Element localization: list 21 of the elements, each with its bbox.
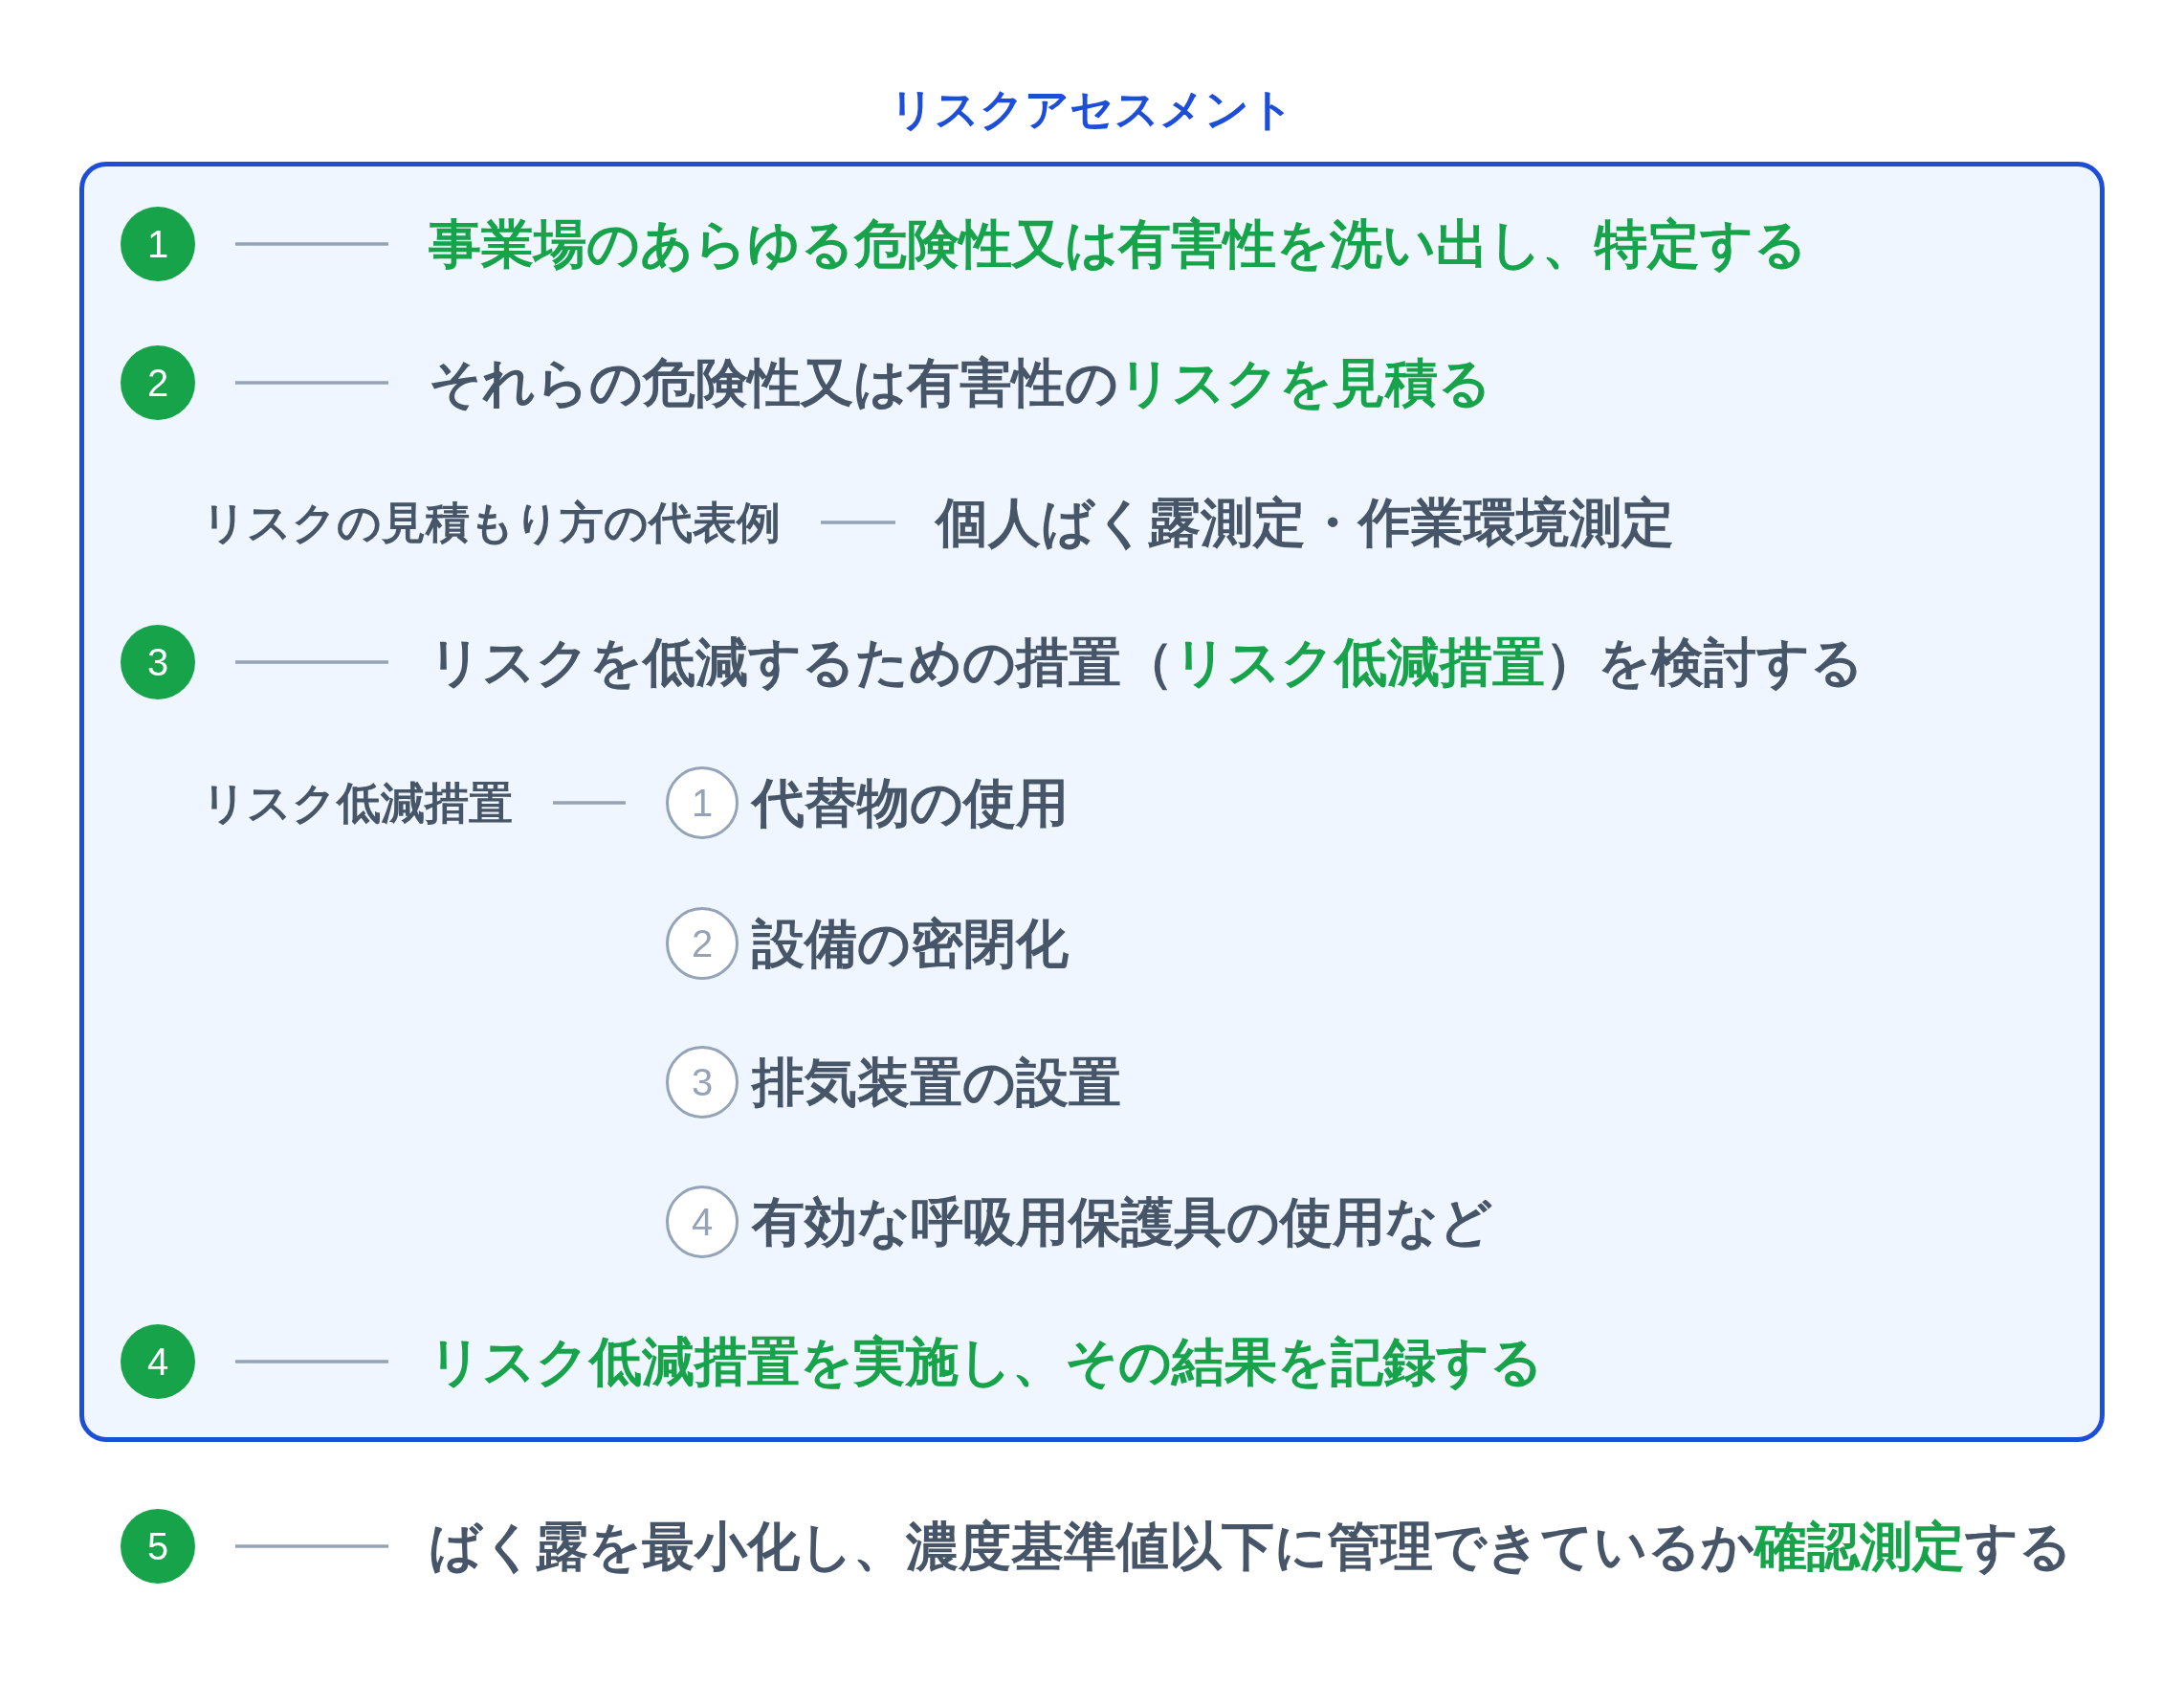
step-text: それらの危険性又は有害性のリスクを見積る [429,351,1491,414]
connector-line [235,1360,388,1363]
sub-heading-label: リスク低減措置 [202,776,513,830]
connector-line [235,1544,388,1548]
step-text: リスクを低減するための措置（リスク低減措置）を検討する [429,631,1864,694]
connector-line [821,521,895,524]
measure-text: 有効な呼吸用保護具の使用など [752,1191,1492,1253]
step-text: 事業場のあらゆる危険性又は有害性を洗い出し、特定する [429,212,1807,276]
example-text: 個人ばく露測定・作業環境測定 [936,491,1674,554]
step-number-badge: 5 [121,1509,195,1584]
panel-heading: リスクアセスメント [890,83,1294,136]
measure-text: 排気装置の設置 [752,1052,1121,1114]
measure-text: 代替物の使用 [752,772,1069,834]
step-text: リスク低減措置を実施し、その結果を記録する [429,1330,1543,1393]
connector-line [235,242,388,246]
sub-heading-label: リスクの見積もり方の代表例 [202,496,781,549]
measure-text: 設備の密閉化 [752,913,1069,975]
connector-line [235,660,388,664]
connector-line [553,801,626,805]
connector-line [235,381,388,385]
step-text: ばく露を最小化し、濃度基準値以下に管理できているか確認測定する [429,1515,2072,1578]
